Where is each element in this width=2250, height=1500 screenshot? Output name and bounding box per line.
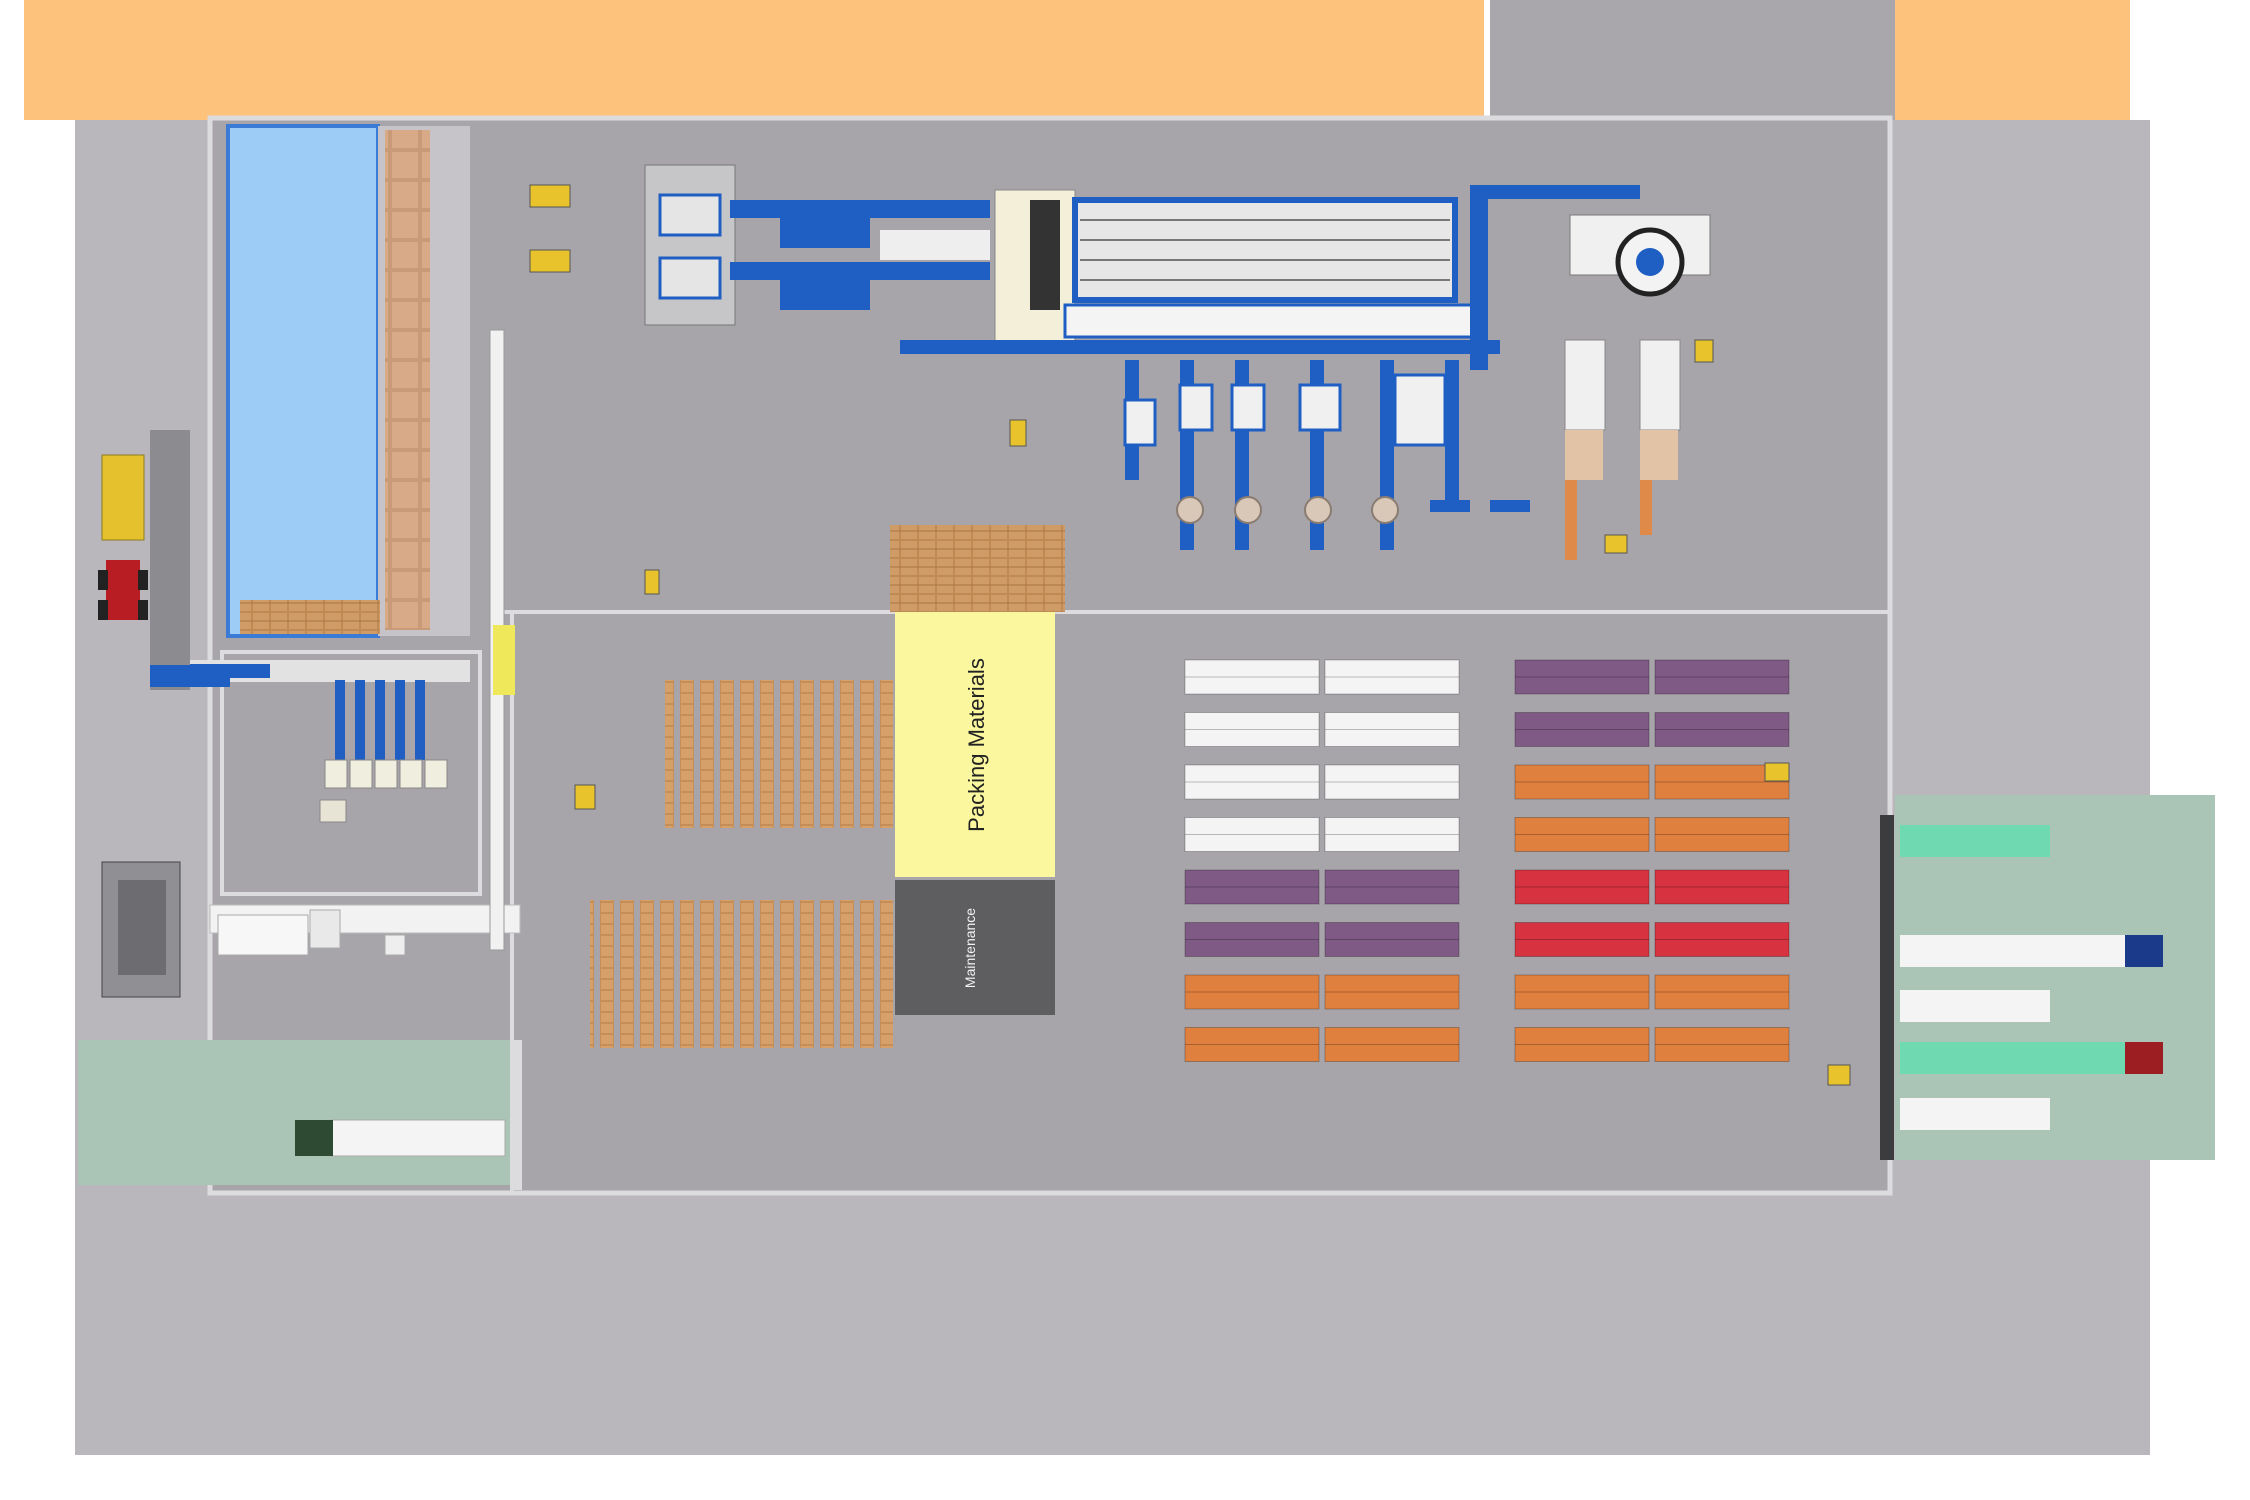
forklift-icon [529,249,571,273]
maintenance-label: Maintenance [962,908,978,988]
dosing-units [1123,360,1530,550]
packing-materials-label: Packing Materials [964,658,989,832]
truck-icon [2125,1042,2163,1074]
forklift-icon [644,569,660,595]
box-columns-upper [665,680,893,828]
storage-stack [1184,1027,1320,1062]
storage-stack [1324,764,1460,800]
forklift-icon [1604,534,1628,554]
storage-stack [1514,817,1650,852]
forklift-icon [1827,1064,1851,1086]
storage-stack [1654,712,1790,747]
filled-bag-conveyor [209,904,521,956]
storage-stack [1184,922,1320,957]
storage-stack [1514,922,1650,957]
storage-stack [1324,922,1460,957]
packing-materials-zone [895,612,1055,877]
storage-stack [1514,712,1650,747]
feed-conveyor [150,430,190,690]
forklift-icon [1694,339,1714,363]
storage-stack [1654,922,1790,957]
maintenance-zone [895,880,1055,1015]
box-rack-column [385,130,430,630]
storage-stack [1654,659,1790,695]
truck-icon [295,1119,506,1157]
storage-stack [1514,764,1650,800]
storage-stack [1184,817,1320,852]
palletizer-section [1564,214,1711,560]
storage-stacks-left [1184,659,1460,1062]
tractor-icon [98,560,148,620]
storage-stack [1184,659,1320,695]
storage-stack [1654,817,1790,852]
trailer-teal-1 [1900,825,2050,857]
storage-stack [1514,869,1650,905]
trailer-white-1 [1900,935,2050,967]
storage-stack [1514,659,1650,695]
storage-stack [1654,974,1790,1010]
box-stack-top [890,525,1065,612]
forklift-icon [574,784,596,810]
storage-stack [1514,1027,1650,1062]
storage-stack [1324,817,1460,852]
box-columns-lower [590,900,893,1048]
storage-stack [1654,869,1790,905]
storage-stack [1184,712,1320,747]
storage-stack [1324,659,1460,695]
storage-stack [1324,974,1460,1010]
upper-production-line [644,164,1640,370]
storage-stacks-right [1514,659,1790,1062]
storage-stack [1184,764,1320,800]
raw-material-silo [226,124,380,638]
storage-stack [1514,974,1650,1010]
forklift-icon [1764,762,1790,782]
forklift-icon [529,184,571,208]
trailer-white-3 [1900,1098,2050,1130]
forklift-icon [1009,419,1027,447]
storage-stack [1324,869,1460,905]
top-gray-strip [1490,0,1895,120]
storage-stack [1324,1027,1460,1062]
storage-stack [1184,869,1320,905]
storage-stack [1654,1027,1790,1062]
dock-left [78,1040,510,1185]
trailer-white-2 [1900,990,2050,1022]
truck-icon [2055,935,2163,967]
storage-stack [1324,712,1460,747]
tank-truck-trailer [101,454,145,541]
storage-stack [1184,974,1320,1010]
trailer-teal-2 [1900,1042,2050,1074]
orange-building-top [24,0,1484,120]
